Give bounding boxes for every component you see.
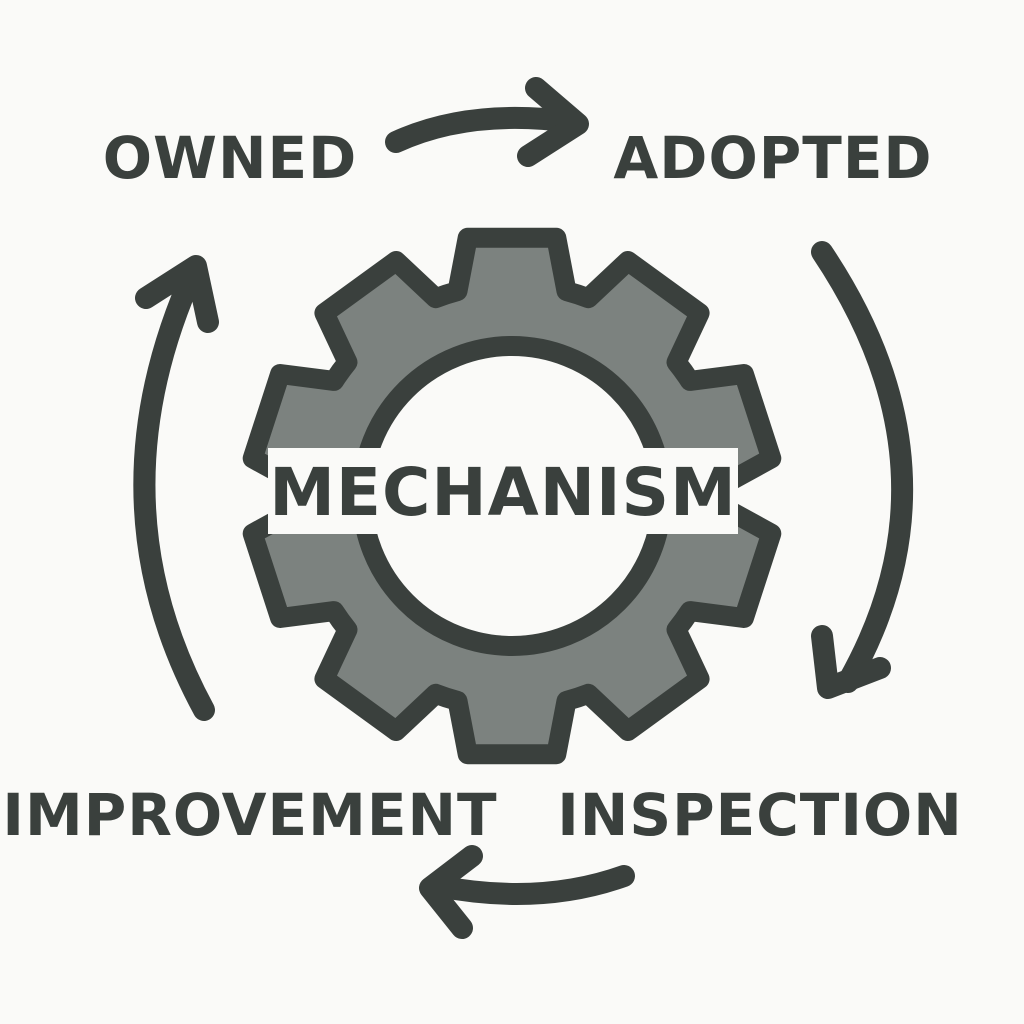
arrow-inspection-to-improvement [419, 845, 635, 939]
center-label: MECHANISM [269, 454, 737, 531]
arrow-owned-to-adopted [385, 77, 589, 167]
arrowhead-icon [517, 77, 589, 167]
stage-label-improvement: IMPROVEMENT [2, 781, 497, 849]
arrow-improvement-to-owned [133, 255, 219, 721]
gear-icon [242, 227, 782, 765]
curved-arrow-icon [427, 865, 635, 905]
arrowhead-icon [811, 625, 891, 699]
center-label-band [268, 448, 738, 534]
arrow-adopted-to-inspection [811, 241, 914, 699]
curved-arrow-icon [385, 106, 583, 153]
curved-arrow-icon [811, 241, 914, 693]
arrowhead-icon [419, 845, 483, 939]
curved-arrow-icon [133, 259, 215, 721]
stage-label-adopted: ADOPTED [613, 124, 932, 192]
arrowhead-icon [135, 255, 219, 333]
stage-label-owned: OWNED [103, 124, 358, 192]
stage-label-inspection: INSPECTION [557, 781, 963, 849]
gear-body [242, 227, 782, 765]
